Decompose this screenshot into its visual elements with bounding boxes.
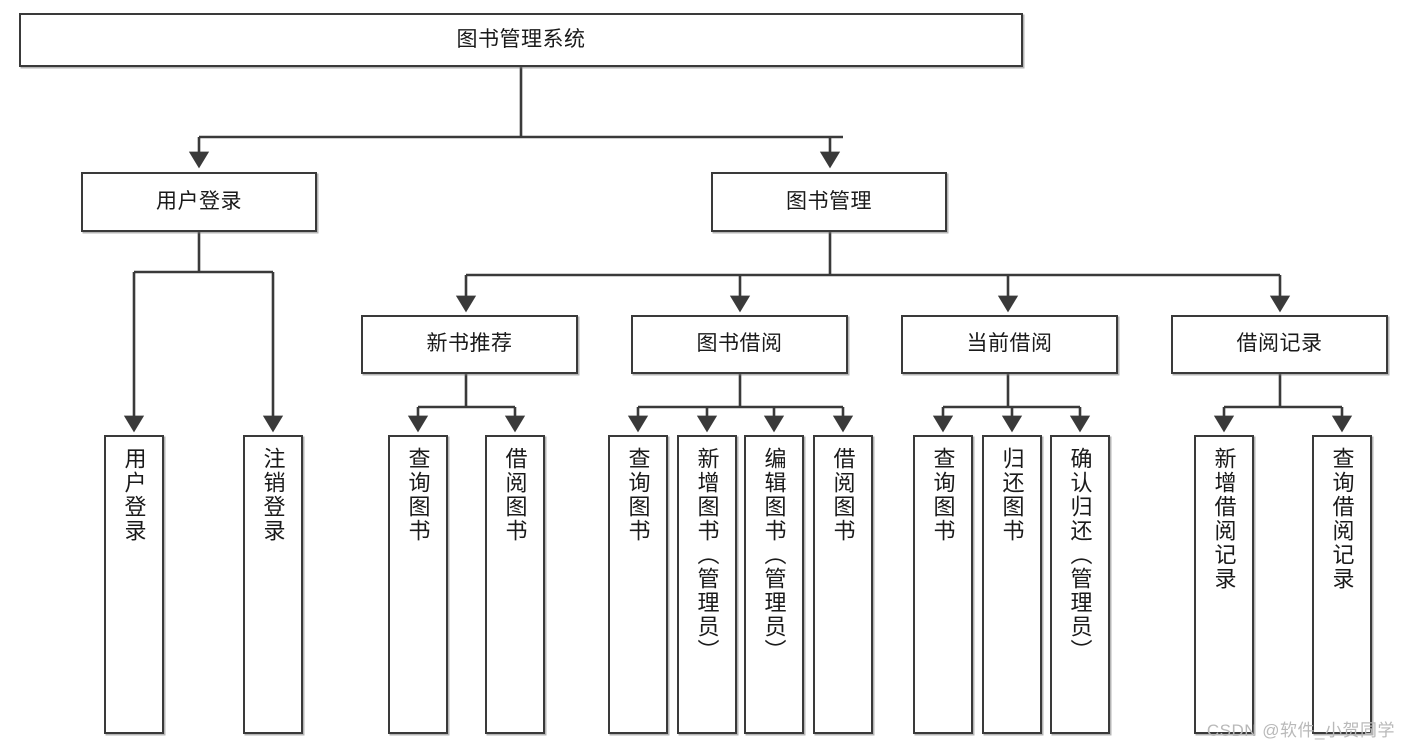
node-label: 借阅图书 [502,447,528,543]
node-root-system[interactable]: 图书管理系统 [19,13,1023,67]
node-leaf-user-login[interactable]: 用户登录 [104,435,164,734]
node-leaf-return-book[interactable]: 归还图书 [982,435,1042,734]
node-leaf-query-book-recommend[interactable]: 查询图书 [388,435,448,734]
node-leaf-borrow-book-recommend[interactable]: 借阅图书 [485,435,545,734]
node-leaf-add-borrow-record[interactable]: 新增借阅记录 [1194,435,1254,734]
node-label: 当前借阅 [966,332,1053,356]
node-user-login[interactable]: 用户登录 [81,172,317,232]
node-book-manage[interactable]: 图书管理 [711,172,947,232]
node-label: 借阅记录 [1236,332,1323,356]
node-label: 查询图书 [930,447,956,543]
node-label: 新增图书（管理员） [694,447,720,663]
node-label: 查询借阅记录 [1329,447,1355,591]
node-label: 图书管理系统 [456,27,586,51]
node-leaf-edit-book-admin[interactable]: 编辑图书（管理员） [744,435,804,734]
node-leaf-query-book-current[interactable]: 查询图书 [913,435,973,734]
watermark: CSDN @软件_小贺同学 [1206,721,1395,740]
node-book-borrow[interactable]: 图书借阅 [631,315,848,374]
node-label: 编辑图书（管理员） [761,447,787,663]
node-leaf-query-borrow-record[interactable]: 查询借阅记录 [1312,435,1372,734]
node-label: 查询图书 [405,447,431,543]
node-borrow-record[interactable]: 借阅记录 [1171,315,1388,374]
node-label: 图书管理 [786,189,872,213]
node-label: 新书推荐 [426,332,513,356]
node-leaf-user-logout[interactable]: 注销登录 [243,435,303,734]
node-label: 归还图书 [999,447,1025,543]
node-label: 查询图书 [625,447,651,543]
node-new-book-recommend[interactable]: 新书推荐 [361,315,578,374]
node-current-borrow[interactable]: 当前借阅 [901,315,1118,374]
node-label: 注销登录 [260,447,286,543]
node-label: 确认归还（管理员） [1067,447,1093,663]
node-label: 新增借阅记录 [1211,447,1237,591]
node-leaf-borrow-book[interactable]: 借阅图书 [813,435,873,734]
node-label: 借阅图书 [830,447,856,543]
node-label: 用户登录 [156,189,242,213]
node-label: 图书借阅 [696,332,783,356]
node-label: 用户登录 [121,447,147,543]
node-leaf-query-book-borrow[interactable]: 查询图书 [608,435,668,734]
node-leaf-add-book-admin[interactable]: 新增图书（管理员） [677,435,737,734]
node-leaf-confirm-return-admin[interactable]: 确认归还（管理员） [1050,435,1110,734]
